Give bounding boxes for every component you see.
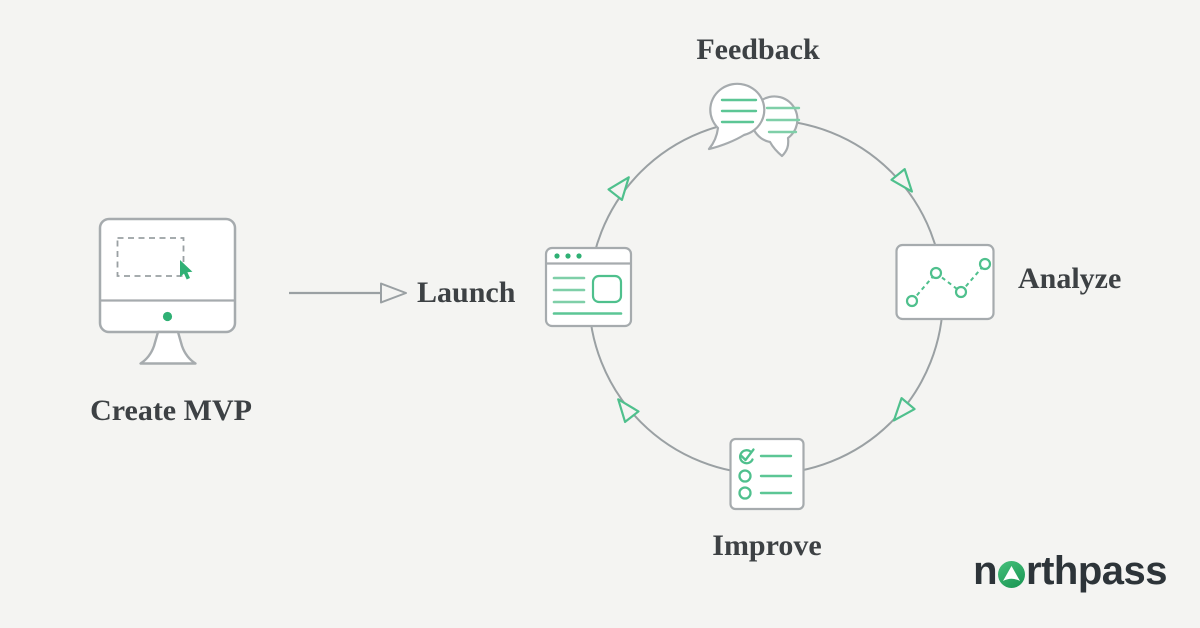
cycle-arrowhead-top-right-icon	[890, 168, 914, 193]
analyze-label: Analyze	[1018, 262, 1122, 295]
selection-marquee-icon	[116, 237, 185, 277]
cursor-pointer-icon	[180, 260, 193, 280]
northpass-logo: n rthpass	[973, 551, 1167, 591]
cycle-arrowhead-bottom-right-icon	[892, 397, 916, 422]
cycle-arrowhead-bottom-left-icon	[617, 398, 640, 424]
desktop-computer-icon	[98, 217, 237, 365]
improve-label: Improve	[712, 529, 822, 562]
launch-arrow-icon	[289, 282, 407, 304]
cycle-arrowhead-top-left-icon	[607, 176, 630, 202]
browser-window-icon	[544, 246, 633, 328]
cycle-circle	[588, 119, 944, 475]
create-mvp-label: Create MVP	[90, 394, 252, 427]
feedback-label: Feedback	[696, 33, 820, 66]
launch-label: Launch	[417, 276, 516, 309]
checklist-icon	[729, 437, 805, 511]
chat-bubbles-icon	[707, 82, 801, 158]
logo-text-before: n	[973, 549, 997, 593]
mountain-logo-mark-icon	[998, 560, 1025, 588]
line-chart-icon	[895, 243, 995, 321]
logo-text-after: rthpass	[1026, 549, 1168, 593]
